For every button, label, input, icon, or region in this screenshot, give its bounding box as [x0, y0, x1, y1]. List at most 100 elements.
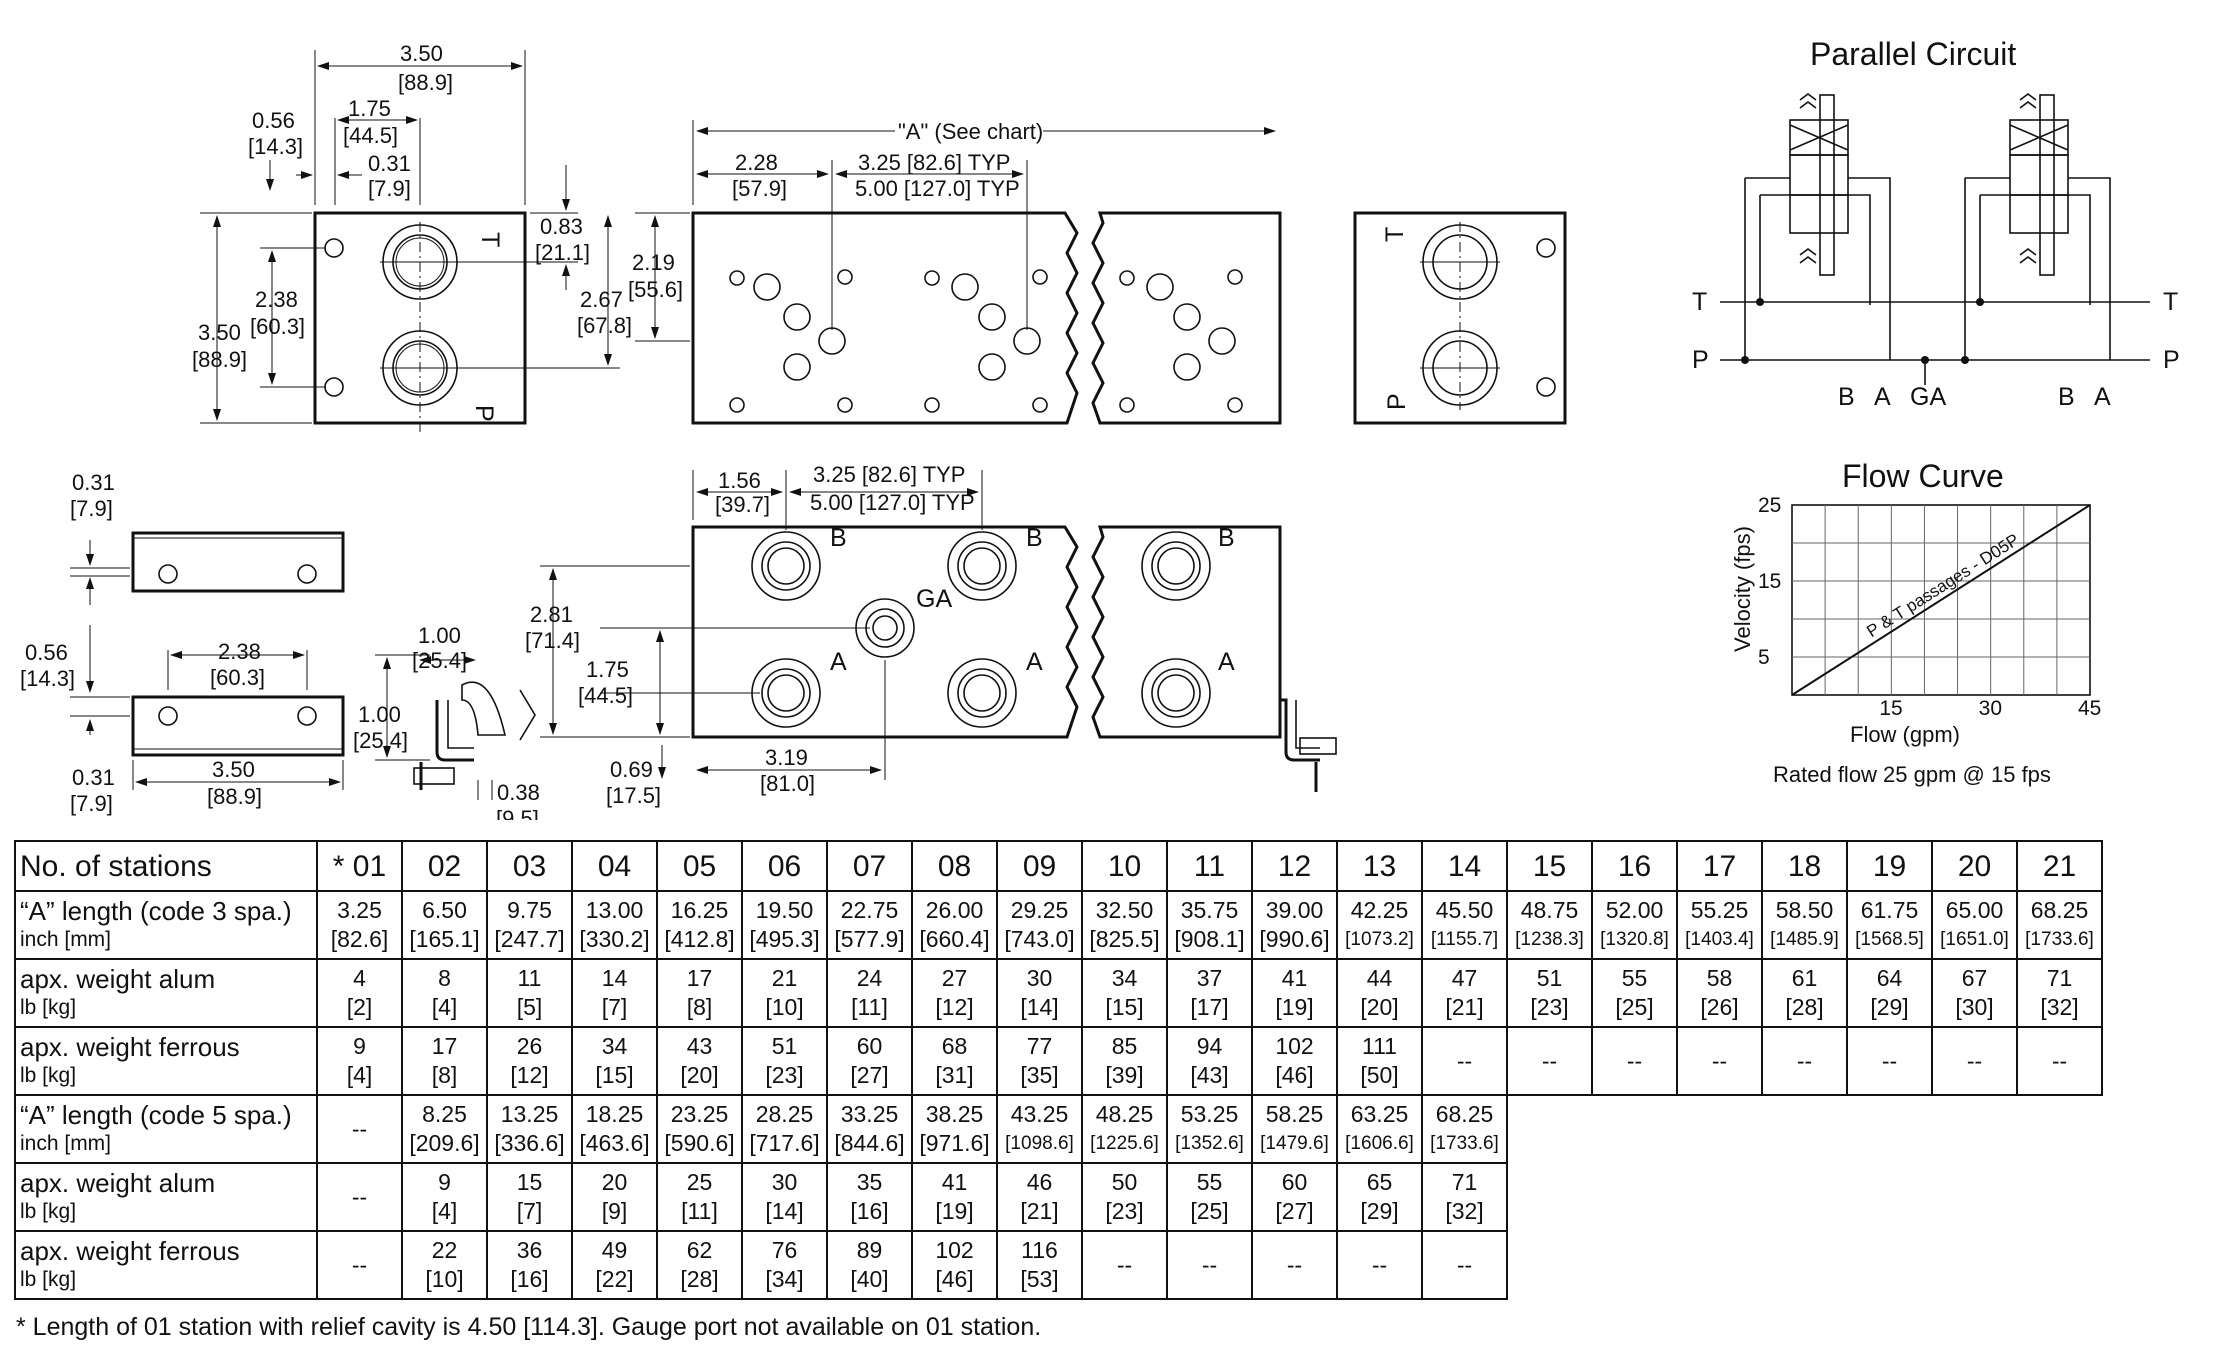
table-cell: 13.00[330.2] [571, 890, 658, 960]
table-cell: 35[16] [826, 1162, 913, 1232]
empty-cell [1932, 1231, 2017, 1299]
dim-c100b: 1.00 [358, 702, 401, 727]
cell-metric: [23] [1105, 1198, 1144, 1224]
table-cell: 23.25[590.6] [656, 1094, 743, 1164]
table-cell: 29.25[743.0] [996, 890, 1083, 960]
dim-typ500-top: 5.00 [127.0] TYP [855, 176, 1020, 201]
cell-metric: [82.6] [330, 926, 389, 952]
cell-metric: [1733.6] [2025, 929, 2094, 950]
dim-c038: 0.38 [497, 780, 540, 805]
empty-cell [1847, 1163, 1932, 1231]
cell-value: 46 [1026, 1169, 1053, 1195]
table-cell: 71[32] [2016, 958, 2103, 1028]
cell-metric: [20] [1360, 994, 1399, 1020]
dim-typ325-top: 3.25 [82.6] TYP [858, 150, 1010, 175]
table-cell: 44[20] [1336, 958, 1423, 1028]
dim-f281: 2.81 [530, 602, 573, 627]
table-cell: 60[27] [1251, 1162, 1338, 1232]
cell-value: 85 [1111, 1033, 1138, 1059]
station-header-cell: 20 [1931, 840, 2018, 892]
empty-cell [1507, 1163, 1592, 1231]
table-cell: -- [316, 1230, 403, 1300]
dim-f069-mm: [17.5] [606, 783, 661, 808]
cell-metric: [1238.3] [1515, 929, 1584, 950]
cell-value: 41 [1281, 965, 1308, 991]
table-cell: 15[7] [486, 1162, 573, 1232]
dim-b238-mm: [60.3] [210, 665, 265, 690]
station-header-cell: 19 [1846, 840, 1933, 892]
cell-value: 20 [601, 1169, 628, 1195]
table-cell: 26[12] [486, 1026, 573, 1096]
table-cell: -- [1251, 1230, 1338, 1300]
cell-metric: [4] [346, 1062, 373, 1088]
station-header-cell: 14 [1421, 840, 1508, 892]
cell-metric: [27] [850, 1062, 889, 1088]
port-a-label-3: A [1218, 648, 1235, 676]
dim-f069: 0.69 [610, 757, 653, 782]
row-label: apx. weight ferrous [20, 1032, 240, 1062]
cell-metric: [21] [1445, 994, 1484, 1020]
cell-value: 22 [431, 1237, 458, 1263]
table-cell: 42.25[1073.2] [1336, 890, 1423, 960]
dim-c100a: 1.00 [418, 623, 461, 648]
dim-031-mm: [7.9] [368, 176, 411, 201]
cell-value: 67 [1961, 965, 1988, 991]
cell-value: 37 [1196, 965, 1223, 991]
stations-header-label: No. of stations [14, 840, 318, 892]
port-a-label-1: A [830, 648, 847, 676]
cell-metric: [28] [680, 1266, 719, 1292]
row-unit: lb [kg] [20, 996, 77, 1019]
dim-c038-mm: [9.5] [496, 806, 539, 820]
dim-f319-mm: [81.0] [760, 771, 815, 796]
cell-metric: [1098.6] [1005, 1133, 1074, 1154]
table-cell: 35.75[908.1] [1166, 890, 1253, 960]
manifold-top-view: "A" (See chart) 2.28 [57.9] 3.25 [82.6] … [628, 116, 1282, 425]
cell-metric: [23] [1530, 994, 1569, 1020]
table-cell: -- [1846, 1026, 1933, 1096]
cell-value: 13.25 [500, 1101, 559, 1127]
cell-value: 35.75 [1180, 897, 1239, 923]
cell-value: 52.00 [1605, 897, 1664, 923]
series-label: P & T passages - D05P [1863, 530, 2022, 641]
cell-value: 32.50 [1095, 897, 1154, 923]
station-header-cell: 10 [1081, 840, 1168, 892]
empty-cell [1932, 1095, 2017, 1163]
cell-metric: [35] [1020, 1062, 1059, 1088]
dim-056: 0.56 [252, 108, 295, 133]
port-p-label: P [470, 405, 498, 422]
cell-value: -- [1456, 1251, 1473, 1278]
cell-value: 8.25 [422, 1101, 467, 1127]
cell-metric: [53] [1020, 1266, 1059, 1292]
dim-083: 0.83 [540, 214, 583, 239]
cell-value: 102 [1275, 1033, 1314, 1059]
cell-value: 30 [771, 1169, 798, 1195]
cell-value: 62 [686, 1237, 713, 1263]
empty-cell [1592, 1095, 1677, 1163]
cell-value: 48.25 [1095, 1101, 1154, 1127]
dim-b350: 3.50 [212, 757, 255, 782]
empty-cell [1847, 1231, 1932, 1299]
dim-c100b-mm: [25.4] [353, 728, 408, 753]
station-header-cell: 07 [826, 840, 913, 892]
y-tick-label: 5 [1758, 646, 1770, 669]
cell-metric: [15] [595, 1062, 634, 1088]
series-line [1791, 504, 2091, 696]
empty-cell [1677, 1163, 1762, 1231]
plot-frame [1791, 504, 2091, 696]
cell-metric: [46] [1275, 1062, 1314, 1088]
cell-value: 23.25 [670, 1101, 729, 1127]
table-cell: 24[11] [826, 958, 913, 1028]
cell-value: -- [1796, 1047, 1813, 1074]
cell-value: -- [1456, 1047, 1473, 1074]
dim-219-mm: [55.6] [628, 277, 683, 302]
cell-value: 28.25 [755, 1101, 814, 1127]
row-unit: inch [mm] [20, 928, 112, 951]
cell-metric: [336.6] [494, 1130, 565, 1156]
cell-value: -- [351, 1183, 368, 1210]
dim-b031-mm: [7.9] [70, 496, 113, 521]
cell-metric: [14] [1020, 994, 1059, 1020]
cell-metric: [11] [681, 1198, 718, 1224]
